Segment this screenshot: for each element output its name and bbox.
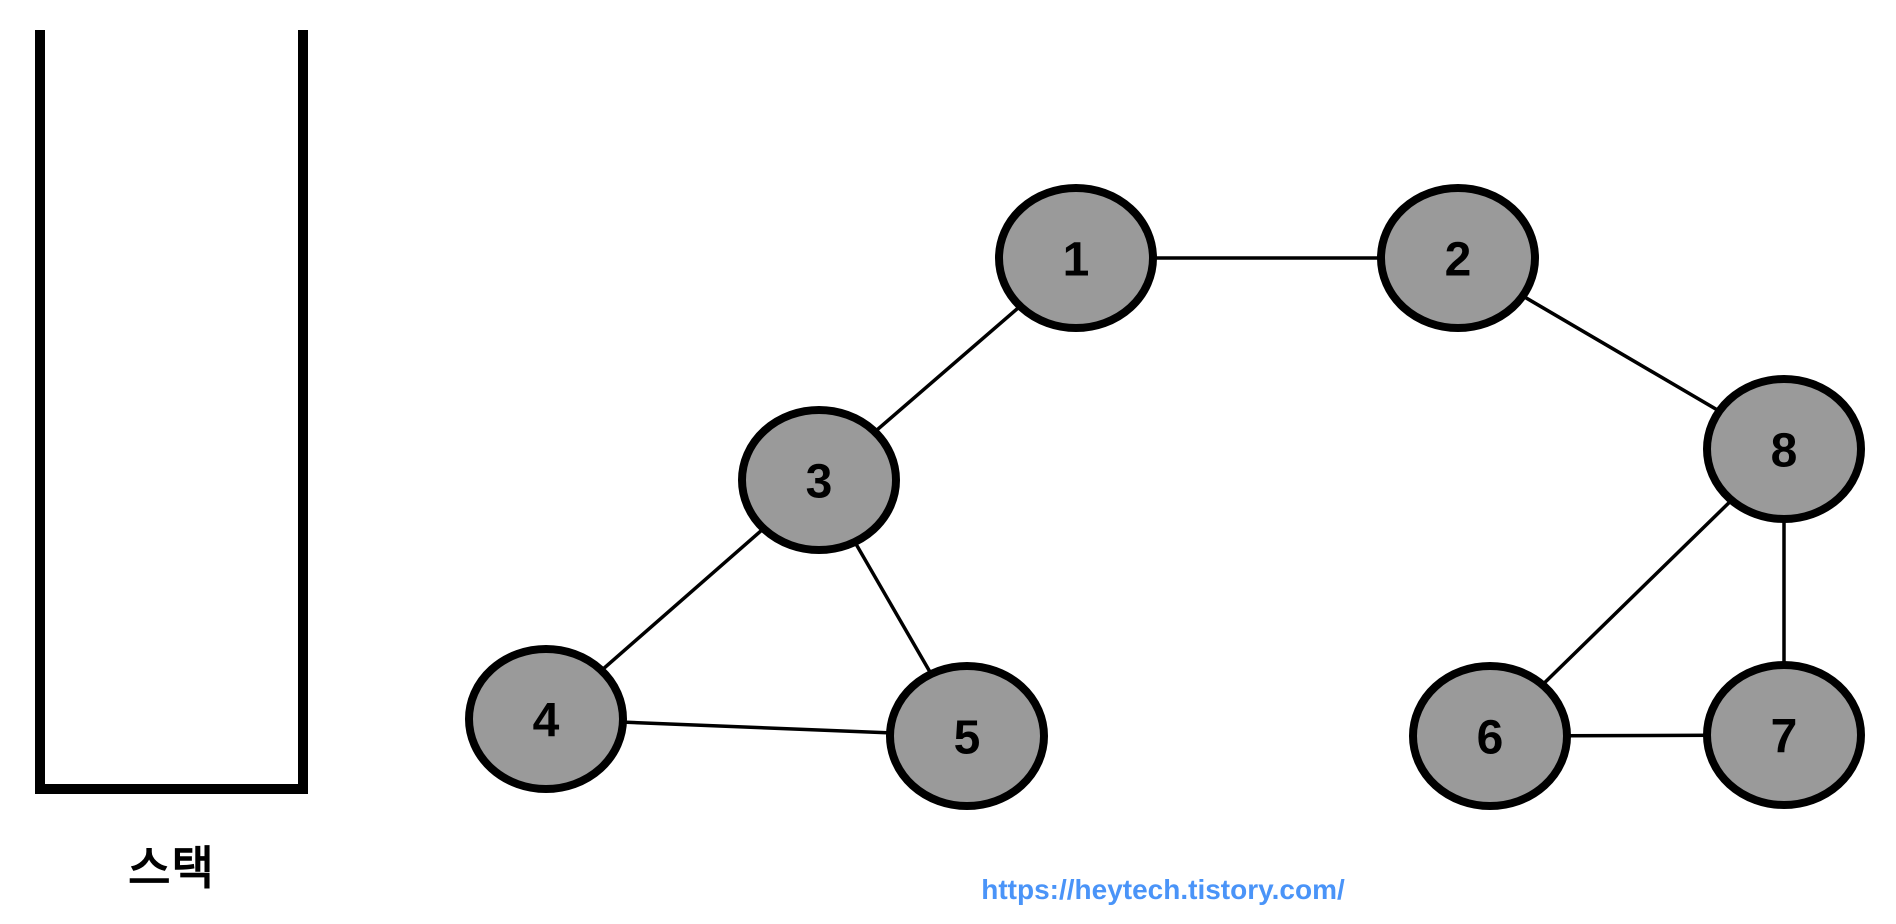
graph-node-circle-4 (465, 645, 627, 793)
graph-node-4: 4 (465, 645, 627, 793)
graph-node-5: 5 (886, 662, 1048, 810)
graph-node-1: 1 (995, 184, 1157, 332)
graph-node-circle-8 (1703, 375, 1865, 523)
graph-node-8: 8 (1703, 375, 1865, 523)
graph-node-circle-2 (1377, 184, 1539, 332)
graph-node-label-7: 7 (1771, 710, 1798, 763)
graph-node-circle-3 (738, 406, 900, 554)
footer-url-link[interactable]: https://heytech.tistory.com/ (981, 874, 1345, 905)
graph-node-7: 7 (1703, 661, 1865, 809)
graph-node-label-1: 1 (1063, 233, 1090, 286)
graph-node-label-2: 2 (1445, 233, 1472, 286)
stack-container (35, 30, 308, 794)
graph-node-3: 3 (738, 406, 900, 554)
graph-node-label-6: 6 (1477, 711, 1504, 764)
graph-node-label-4: 4 (533, 694, 560, 747)
graph-node-label-8: 8 (1771, 424, 1798, 477)
graph-node-circle-7 (1703, 661, 1865, 809)
stack-label: 스택 (128, 842, 215, 894)
graph-node-circle-6 (1409, 662, 1571, 810)
graph-node-label-3: 3 (806, 455, 833, 508)
graph-node-2: 2 (1377, 184, 1539, 332)
graph-node-6: 6 (1409, 662, 1571, 810)
graph-node-circle-1 (995, 184, 1157, 332)
graph-node-circle-5 (886, 662, 1048, 810)
graph-node-label-5: 5 (954, 711, 981, 764)
